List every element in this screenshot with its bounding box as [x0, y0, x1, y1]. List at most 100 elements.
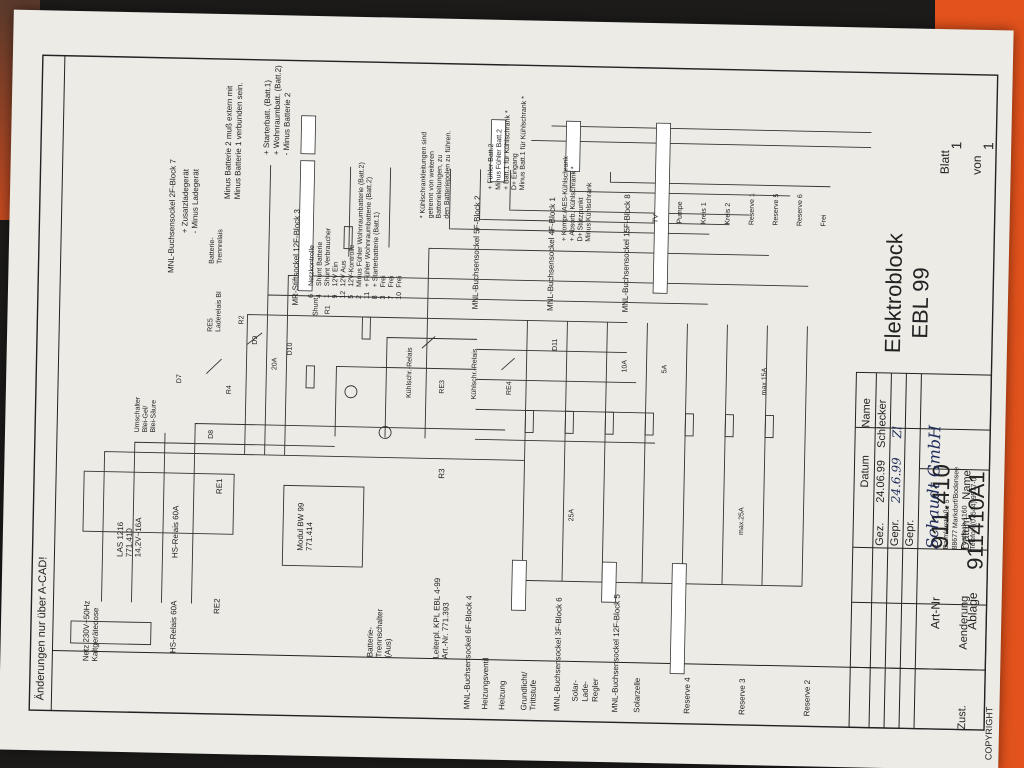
- star-note-1: * Kühlschrankleitungen sind: [420, 132, 429, 219]
- laderelais-label: Laderelais BI: [215, 291, 223, 332]
- re2-label: RE2: [212, 598, 221, 614]
- block8-header: MNL-Buchsensockel 15F-Block 8: [621, 194, 632, 313]
- art-nr-label: Art-Nr: [928, 597, 943, 629]
- block3-pin: 12: [340, 291, 347, 299]
- mains-label-1: Netz 230V~50Hz: [81, 600, 91, 661]
- rev-zust: Zust.: [956, 705, 969, 730]
- block1-row-2: + Absorb. Kühlschrank *: [569, 166, 578, 241]
- re5-label: RE5: [207, 318, 214, 332]
- block6-row-3: Regler: [590, 678, 599, 702]
- block3-row: 12V Aus: [340, 260, 348, 287]
- battery-label-3: (Aus): [383, 638, 392, 658]
- block8-row-5: Reserve 1: [749, 193, 757, 225]
- block3-row: Frei: [396, 275, 403, 288]
- umschalter-1: Umschalter: [134, 396, 142, 432]
- modul-label-2: 771.414: [305, 521, 315, 551]
- block3-row: Shunt Batterie: [316, 242, 324, 287]
- d11-label: D11: [552, 339, 559, 352]
- star-note-3: Batterieleitungen, zu: [436, 155, 444, 219]
- doc-model: EBL 99: [907, 267, 933, 339]
- d8-label: D8: [208, 430, 215, 439]
- d10-label: D10: [287, 342, 294, 355]
- company-address-2: 88677 Markdorf/Bodensee: [952, 467, 961, 550]
- r2-label: R2: [238, 315, 245, 324]
- star-note-2: getrennt von weiteren: [428, 151, 436, 219]
- block8-row-1: TV: [653, 214, 660, 223]
- d9-label: D9: [252, 336, 259, 345]
- block3-row: Netzkontrolle: [308, 245, 316, 286]
- company-address-1: Daimlerstraße 5: [943, 499, 951, 549]
- block2-row-3: + Batt.1 für Kühlschrank *: [503, 110, 512, 190]
- block5-row-1: Solarzelle: [632, 677, 642, 713]
- gez-label: Gez.: [874, 523, 886, 546]
- bottom-band-line: [52, 650, 986, 671]
- hs-relais-2: HS-Relais 60A: [168, 600, 178, 653]
- block4-row-2: Heizung: [497, 681, 507, 711]
- von-label: von: [970, 155, 984, 175]
- block1-row-4: Minus Kühlschrank: [585, 182, 593, 242]
- block3-row: Frei: [380, 275, 387, 288]
- acad-note: Änderungen nur über A-CAD!: [34, 557, 49, 701]
- fuse-max25a: max.25A: [738, 507, 746, 535]
- block5-row-4: Reserve 2: [802, 679, 812, 716]
- block5-row-3: Reserve 3: [737, 678, 747, 715]
- connector-pins: [297, 115, 687, 675]
- note-minus-1: Minus Batterie 2 muß extern mit: [223, 85, 234, 199]
- block3-pin: 9: [332, 294, 339, 298]
- fuse-20a: 20A: [271, 357, 278, 370]
- block8-row-8: Frei: [820, 214, 827, 227]
- leiterpl-label-1: Leiterpl. KPL EBL 4-99: [431, 577, 442, 659]
- ablage-value: 911410A1: [962, 471, 989, 570]
- gepr2-label: Gepr.: [904, 519, 917, 546]
- title-block-grid: [848, 371, 992, 731]
- block3-row: + Starterbatterie (Batt.1): [372, 212, 381, 287]
- block6-header: MNL-Buchsensockel 3F-Block 6: [552, 597, 563, 712]
- company-name: Schaudt GmbH: [923, 424, 945, 549]
- gez-name: Schlecker: [876, 399, 889, 448]
- art-nr: 911.410: [927, 464, 956, 550]
- block4-row-1: Heizungsventil: [480, 657, 490, 709]
- block3-row: + Fühler Wohnraumbatterie (Batt.2): [364, 177, 373, 287]
- gepr1-label: Gepr.: [889, 519, 902, 546]
- block7-row-1: + Zusatzladegerät: [180, 168, 190, 233]
- block2-row-4: D+ Eingang: [511, 153, 519, 190]
- umschalter-2: Blei-Gel/: [142, 405, 150, 432]
- block3-row: 12V-Kontrolle: [348, 245, 356, 287]
- gepr1-name: Zl: [890, 426, 904, 440]
- block3-row: Frei: [388, 275, 395, 288]
- block8-row-2: Pumpe: [677, 201, 684, 223]
- re4-label: RE4: [506, 381, 513, 395]
- block5-header: MNL-Buchsensockel 12F-Block 5: [610, 593, 621, 712]
- block5-row-2: Reserve 4: [682, 677, 692, 714]
- schematic-drawing: Zust. Aenderung Datum Name Änderungen nu…: [28, 54, 999, 760]
- rev-name: Name: [961, 470, 974, 500]
- trennrelais-1: Batterie-: [209, 237, 217, 264]
- block3-pin: 11: [364, 292, 371, 300]
- block3-pin: 6: [308, 294, 315, 298]
- block4-header: MNL-Buchsensockel 6F-Block 4: [462, 595, 473, 710]
- name-header: Name: [860, 398, 873, 428]
- block8-row-4: Kreis 2: [725, 203, 732, 225]
- block3-rows: Netzkontrolle Shunt Batterie Shunt Verbr…: [308, 162, 403, 288]
- rev-aenderung: Aenderung: [958, 596, 971, 650]
- rev-datum: Datum: [960, 517, 973, 550]
- block1-row-3: D+ Stützpunkt: [577, 197, 585, 241]
- fuse-5a: 5A: [661, 364, 668, 373]
- wiring: [70, 125, 872, 646]
- leiterpl-label-2: Art.-Nr. 771.393: [440, 602, 450, 659]
- block3-pin: 1: [324, 294, 331, 298]
- fuse-10a: 10A: [621, 360, 628, 373]
- blatt-value: 1: [948, 141, 964, 149]
- re1-label: RE1: [215, 478, 224, 494]
- fuse-starter: + Starterbatt. (Batt.1): [262, 80, 273, 155]
- charger-label-1: LAS 1216: [115, 521, 125, 557]
- kuehl-relais-1: Kühlschr.-Relais: [406, 347, 414, 398]
- block6-row-1: Solar-: [570, 680, 579, 702]
- block3-row: Shunt Verbraucher: [324, 227, 332, 286]
- charger-label-2: 771.410: [124, 528, 134, 558]
- block7-header: MNL-Buchsensockel 2F-Block 7: [166, 159, 177, 274]
- trennrelais-2: Trennrelais: [217, 229, 225, 264]
- hs-relais-1: HS-Relais 60A: [170, 505, 180, 558]
- doc-title: Elektroblock: [880, 232, 908, 353]
